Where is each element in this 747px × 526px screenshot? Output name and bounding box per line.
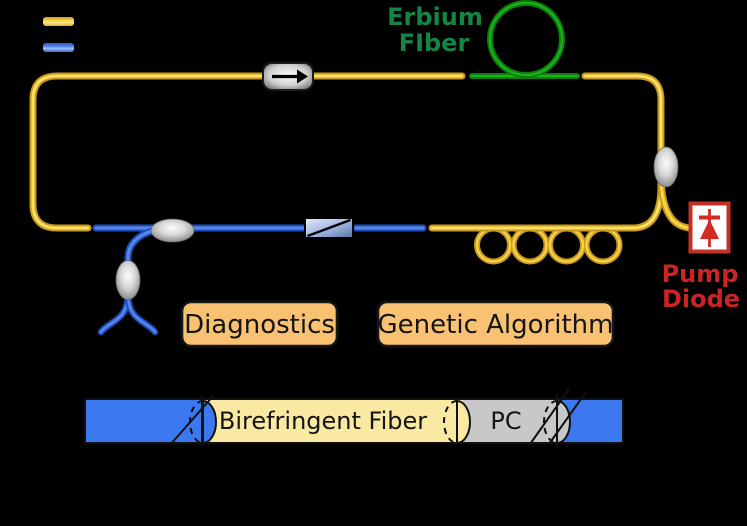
fiber-coil-loops [474, 225, 623, 265]
polarizing-beam-splitter [304, 217, 354, 239]
cavity-fiber-yellow [29, 72, 665, 232]
pbs-diagonal-line [307, 218, 351, 238]
pump-diode [688, 201, 731, 254]
diagnostics-label: Diagnostics [184, 310, 335, 340]
axis-diagonal-line [548, 391, 587, 445]
legend-blue-fiber-swatch [43, 43, 74, 52]
bar-birefringent-section [203, 399, 463, 443]
pump-diode-label-line1: Pump [662, 260, 739, 288]
axis-diagonal-line [169, 394, 215, 446]
axis-diagonal-line [527, 388, 570, 448]
erbium-fiber-label-line2: FIber [399, 29, 470, 57]
splice-ellipse-2 [443, 399, 471, 445]
genetic-algorithm-box [376, 300, 615, 348]
pc-label: PC [490, 407, 521, 435]
erbium-fiber-label-line1: Erbium [387, 3, 483, 31]
fiber-cross-section-bar [84, 388, 624, 448]
pump-diode-label-line2: Diode [662, 285, 740, 313]
birefringent-fiber-label: Birefringent Fiber [219, 407, 427, 435]
splice-ellipse-1 [169, 394, 217, 447]
legend-yellow-fiber-swatch [43, 17, 74, 26]
splice-ellipse-3 [527, 388, 587, 448]
output-coupler [150, 218, 195, 243]
diagnostics-box [180, 300, 339, 348]
bar-outline [84, 398, 624, 444]
bar-blue-left [85, 399, 203, 443]
isolator [262, 62, 314, 91]
bar-pc-section [463, 399, 557, 443]
genetic-algorithm-label: Genetic Algorithm [378, 310, 614, 340]
right-arrow-icon [272, 69, 308, 84]
wdm-coupler [653, 146, 679, 188]
tap-coupler [115, 260, 141, 300]
erbium-fiber-coil [469, 0, 580, 79]
diode-icon [699, 209, 720, 247]
